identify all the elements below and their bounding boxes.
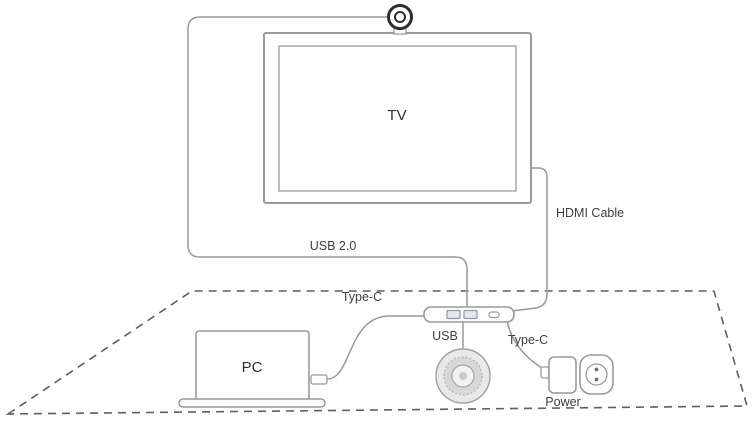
power-plug-face — [585, 363, 608, 386]
power-plug-pin-top — [594, 367, 599, 372]
typec-port — [488, 311, 500, 319]
typec-power-label: Type-C — [508, 333, 548, 347]
speakerphone — [435, 348, 491, 404]
tv: TV — [263, 32, 532, 204]
laptop-base — [178, 398, 326, 408]
hdmi-cable-label: HDMI Cable — [556, 206, 624, 220]
camera-icon — [387, 4, 413, 35]
power-adapter-inlet — [540, 366, 550, 379]
tv-label: TV — [387, 107, 406, 124]
usb2-cable-label: USB 2.0 — [310, 239, 357, 253]
speakerphone-center — [459, 372, 467, 380]
usb-port-label: USB — [432, 329, 458, 343]
typec-plug — [310, 374, 328, 385]
camera-lens — [394, 11, 406, 23]
table-surface-outline — [5, 290, 749, 415]
usb-hub — [423, 306, 515, 323]
power-adapter-body — [548, 356, 577, 394]
typec-pc-label: Type-C — [342, 290, 382, 304]
pc-label: PC — [242, 359, 263, 376]
tv-screen — [278, 45, 517, 192]
power-adapter — [540, 354, 614, 395]
usb-port-2 — [463, 309, 478, 320]
power-plug-pin-bottom — [594, 377, 599, 382]
hdmi-cable — [511, 167, 548, 312]
typec-cable-pc — [326, 315, 426, 380]
laptop: PC — [178, 330, 328, 408]
usb2-cable — [187, 16, 468, 308]
usb-port-1 — [446, 309, 461, 320]
power-label: Power — [545, 395, 580, 409]
